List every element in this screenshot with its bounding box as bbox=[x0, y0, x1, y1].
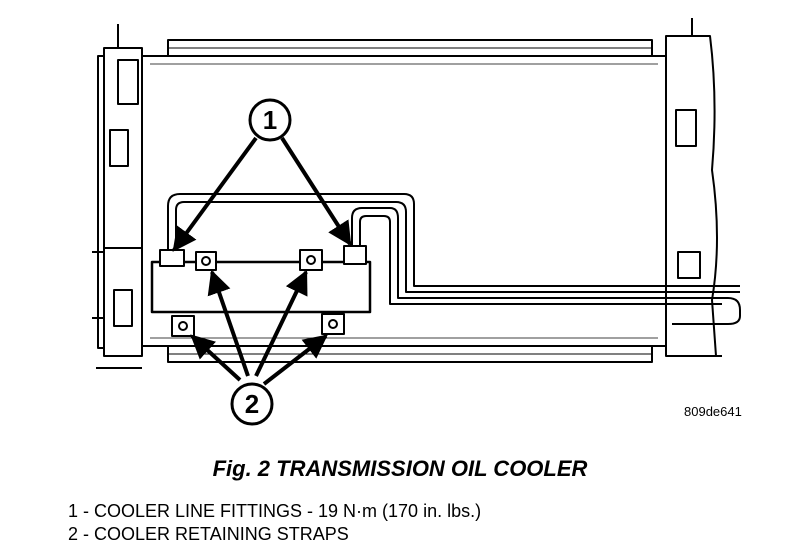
line-fitting-left bbox=[159, 249, 185, 267]
retaining-strap-1 bbox=[195, 251, 217, 271]
legend-item-1: 1 - COOLER LINE FITTINGS - 19 N·m (170 i… bbox=[68, 501, 482, 521]
callout-2-number: 2 bbox=[245, 389, 259, 419]
line-fitting-right bbox=[343, 245, 367, 265]
left-side-tank bbox=[92, 24, 143, 369]
callout-1-number: 1 bbox=[263, 105, 277, 135]
retaining-strap-2 bbox=[299, 249, 323, 271]
right-side-tank bbox=[665, 18, 722, 357]
legend-item-2: 2 - COOLER RETAINING STRAPS bbox=[68, 524, 349, 544]
callout-1: 1 bbox=[248, 98, 292, 142]
callout-1-leaders bbox=[172, 136, 352, 252]
callout-2-leaders bbox=[190, 269, 328, 386]
figure-code: 809de641 bbox=[684, 404, 742, 419]
figure-title: Fig. 2 TRANSMISSION OIL COOLER bbox=[212, 456, 588, 481]
figure-legend: 1 - COOLER LINE FITTINGS - 19 N·m (170 i… bbox=[68, 500, 481, 546]
retaining-strap-4 bbox=[321, 313, 345, 335]
cooler-line-right bbox=[351, 207, 741, 325]
callout-2: 2 bbox=[230, 382, 274, 426]
cooler-body bbox=[150, 260, 372, 314]
retaining-strap-3 bbox=[171, 315, 195, 337]
oil-cooler-illustration: 1 2 bbox=[92, 18, 741, 426]
cooler-line-left bbox=[167, 193, 740, 287]
